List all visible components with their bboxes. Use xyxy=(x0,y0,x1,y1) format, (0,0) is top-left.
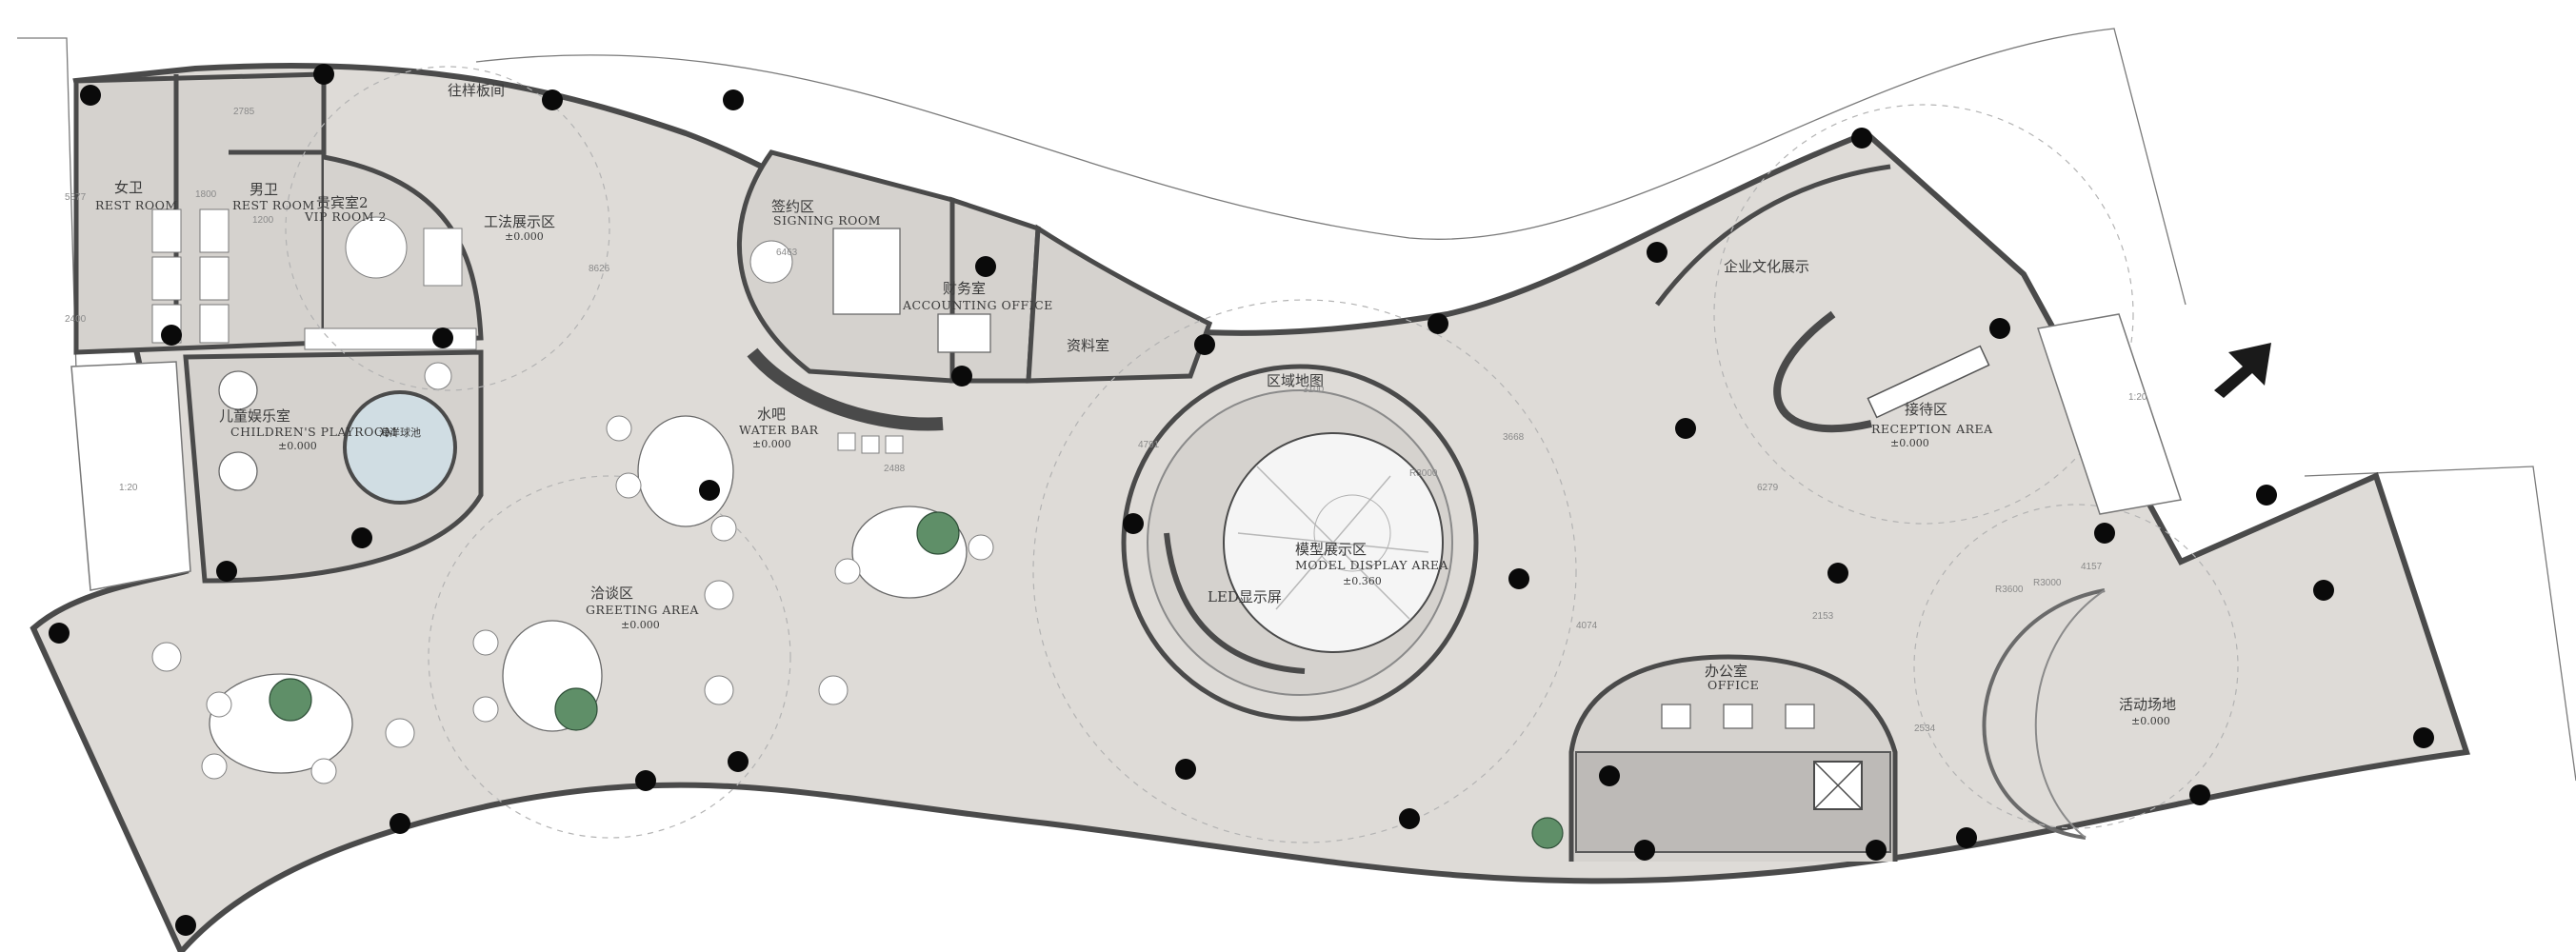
scale-left-label: 1:20 xyxy=(119,483,138,493)
children-playroom-label: 儿童娱乐室 xyxy=(219,407,290,425)
dim-R3000-b: R3000 xyxy=(2033,578,2062,588)
dim-5877: 5877 xyxy=(65,192,87,203)
column-markers xyxy=(49,64,2434,936)
model-display-level: ±0.360 xyxy=(1343,575,1382,587)
accounting-label: 财务室 xyxy=(943,280,986,297)
dim-2785: 2785 xyxy=(233,107,255,117)
bar-stools xyxy=(837,432,904,454)
office-en: OFFICE xyxy=(1707,678,1759,692)
entrance-arrow-icon xyxy=(2214,343,2271,398)
ball-pool-label: 海洋球池 xyxy=(379,426,421,439)
ball-pool xyxy=(343,390,457,505)
dim-3668: 3668 xyxy=(1503,432,1525,443)
greeting-en: GREETING AREA xyxy=(586,603,699,617)
dim-6463: 6463 xyxy=(776,248,798,258)
craft-display-label: 工法展示区 xyxy=(484,213,555,230)
archive-room xyxy=(1026,224,1213,384)
scale-right-label: 1:20 xyxy=(2128,392,2147,403)
activity-label: 活动场地 xyxy=(2119,696,2176,713)
office-label: 办公室 xyxy=(1705,663,1747,680)
dim-2488: 2488 xyxy=(884,464,906,474)
dim-4791: 4791 xyxy=(1138,440,1160,450)
water-bar-level: ±0.000 xyxy=(752,438,791,450)
dim-1800: 1800 xyxy=(195,189,217,200)
water-bar-label: 水吧 xyxy=(757,406,786,423)
dimension-labels: 1800 1200 2785 5877 2400 8626 6463 3100 … xyxy=(65,107,2103,734)
children-playroom xyxy=(183,349,484,584)
site-boundary xyxy=(17,28,2576,782)
model-display-rotunda xyxy=(1121,364,1479,722)
accounting-en: ACCOUNTING OFFICE xyxy=(902,298,1053,312)
water-bar-counter xyxy=(747,347,944,431)
culture-display-wall xyxy=(1655,164,1891,307)
children-playroom-level: ±0.000 xyxy=(278,440,317,452)
dim-8626: 8626 xyxy=(589,264,610,274)
accounting-office xyxy=(937,196,1041,384)
reception-label: 接待区 xyxy=(1905,401,1947,418)
service-wing xyxy=(73,71,484,355)
scale-right: 1:20 xyxy=(2037,313,2182,515)
activity-level: ±0.000 xyxy=(2131,715,2170,727)
model-display-en: MODEL DISPLAY AREA xyxy=(1295,558,1449,572)
dim-2400: 2400 xyxy=(65,314,87,325)
greeting-level: ±0.000 xyxy=(621,619,660,631)
greeting-label: 洽谈区 xyxy=(590,585,633,602)
archive-label: 资料室 xyxy=(1067,337,1109,354)
vip-room-label: 贵宾室2 xyxy=(316,194,369,211)
activity-crescent xyxy=(1982,588,2106,840)
region-map-label: 区域地图 xyxy=(1267,372,1324,389)
reception-level: ±0.000 xyxy=(1890,437,1929,449)
sample-room-label: 往样板间 xyxy=(448,82,505,99)
men-restroom-label: 男卫 xyxy=(250,181,278,198)
craft-display-level: ±0.000 xyxy=(505,230,544,243)
reception-en: RECEPTION AREA xyxy=(1871,422,1993,436)
dim-4074: 4074 xyxy=(1576,621,1598,631)
women-restroom-en: REST ROOM xyxy=(95,198,178,212)
dim-R3000: R3000 xyxy=(1409,468,1438,479)
reception-desk xyxy=(1773,310,1990,433)
zone-outlines xyxy=(285,66,2239,843)
culture-display-label: 企业文化展示 xyxy=(1724,258,1809,275)
dim-4157: 4157 xyxy=(2081,562,2103,572)
signing-label: 签约区 xyxy=(771,198,814,215)
dim-3100: 3100 xyxy=(1303,385,1325,395)
women-restroom-label: 女卫 xyxy=(114,179,143,196)
scale-left: 1:20 xyxy=(70,361,191,591)
dim-R3600: R3600 xyxy=(1995,585,2024,595)
dim-1200: 1200 xyxy=(252,215,274,226)
dim-2153: 2153 xyxy=(1812,611,1834,622)
signing-room xyxy=(736,149,955,384)
plant-icon xyxy=(269,511,1564,849)
room-labels: 往样板间 女卫 REST ROOM 男卫 REST ROOM 贵宾室2 VIP … xyxy=(95,82,2176,727)
dim-2534: 2534 xyxy=(1914,724,1936,734)
water-bar-en: WATER BAR xyxy=(739,423,819,437)
children-playroom-en: CHILDREN'S PLAYROOM xyxy=(230,425,397,439)
vip-room-en: VIP ROOM 2 xyxy=(304,209,387,224)
office xyxy=(1568,654,1898,862)
signing-en: SIGNING ROOM xyxy=(773,213,881,228)
led-screen xyxy=(1164,532,1306,674)
men-restroom-en: REST ROOM xyxy=(232,198,315,212)
model-display-label: 模型展示区 xyxy=(1295,541,1367,558)
led-screen-label: LED显示屏 xyxy=(1208,588,1282,605)
dim-6279: 6279 xyxy=(1757,483,1779,493)
